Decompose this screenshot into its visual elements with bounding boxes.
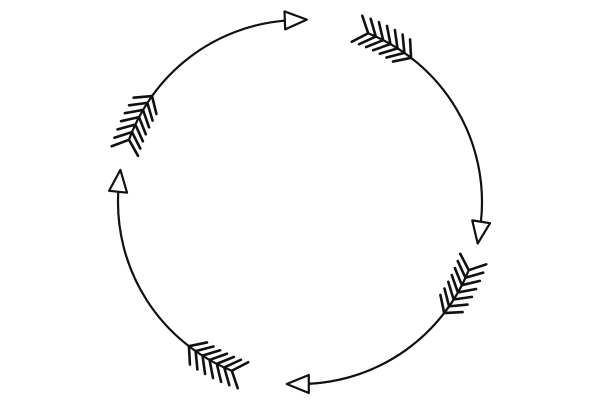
arrow-fletching-icon [350,14,413,63]
arrow-shaft [367,32,484,223]
feather-stroke [456,259,485,280]
feather-stroke [110,138,140,158]
arrow-shaft [127,19,286,141]
feather-stroke [458,252,488,272]
feather-stroke [385,33,406,59]
feather-stroke [446,280,474,301]
arrow-shaft [308,269,470,385]
feather-stroke [132,94,158,116]
feather-stroke [453,266,482,287]
feather-stroke [450,273,478,294]
arrow-fletching-icon [110,94,158,158]
feather-stroke [364,20,385,49]
feather-stroke [378,28,399,56]
feather-stroke [230,360,250,390]
feather-stroke [187,341,209,366]
arrow-fletching-icon [439,252,488,315]
feather-stroke [113,130,142,150]
arrow-shaft [116,191,233,372]
arrowhead-icon [285,373,310,395]
arrowhead-icon [108,168,129,194]
arrowhead-icon [471,219,492,245]
feather-stroke [357,17,378,46]
arrowhead-icon [283,10,308,31]
arrow-fletching-icon [187,341,250,390]
feather-stroke [127,101,154,122]
feather-stroke [194,345,215,371]
feather-stroke [208,352,229,380]
feather-stroke [119,115,148,136]
feather-stroke [371,24,392,52]
feather-stroke [222,358,243,387]
feather-stroke [391,38,413,63]
feather-stroke [439,293,464,315]
feather-stroke [123,108,151,129]
feather-stroke [350,14,370,44]
feather-stroke [443,287,469,308]
feather-stroke [116,123,145,143]
feather-stroke [201,348,222,376]
feather-stroke [215,355,236,384]
